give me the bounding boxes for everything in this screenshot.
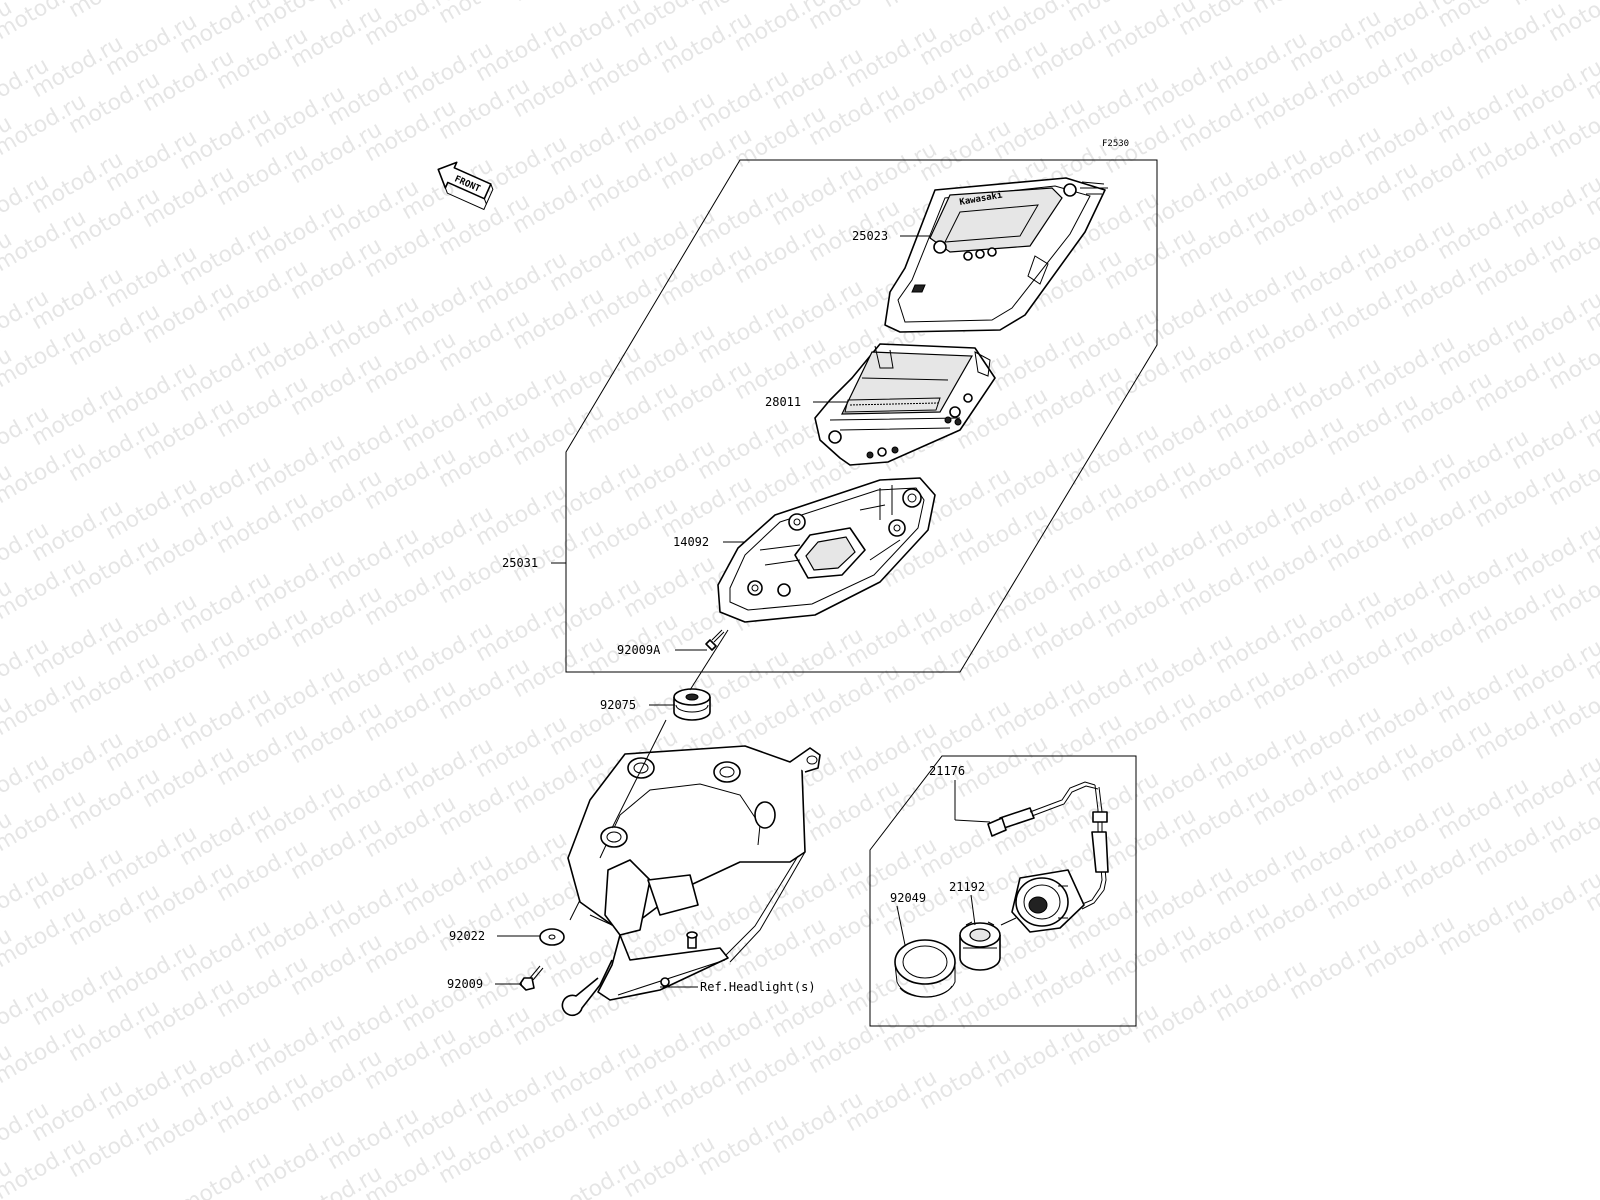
watermark-text: motod.ru xyxy=(879,0,979,13)
label-25023: 25023 xyxy=(852,229,888,243)
label-21176: 21176 xyxy=(929,764,965,778)
part-labels: 25023 28011 14092 25031 92009A 92075 920… xyxy=(447,229,985,994)
label-14092: 14092 xyxy=(673,535,709,549)
bolt-92009 xyxy=(519,965,544,991)
watermark-text: motod.ru xyxy=(1249,0,1349,19)
watermark-text: motod.ru xyxy=(139,0,239,1)
assembly-boundary xyxy=(565,159,1158,673)
meter-cover: Kawasaki xyxy=(884,177,1108,333)
seal-92049 xyxy=(894,939,956,998)
cable-assembly-boundary xyxy=(869,755,1137,1027)
label-ref-headlight: Ref.Headlight(s) xyxy=(700,980,816,994)
washer-92022 xyxy=(539,928,565,946)
meter-body xyxy=(814,343,996,466)
label-92075: 92075 xyxy=(600,698,636,712)
figure-code: F2530 xyxy=(1102,139,1129,149)
meter-case xyxy=(717,477,936,623)
cable-assembly xyxy=(987,781,1109,933)
label-92009: 92009 xyxy=(447,977,483,991)
label-92022: 92022 xyxy=(449,929,485,943)
label-21192: 21192 xyxy=(949,880,985,894)
label-92009a: 92009A xyxy=(617,643,661,657)
label-28011: 28011 xyxy=(765,395,801,409)
watermark-text: motod.ru xyxy=(65,0,165,23)
meter-bracket xyxy=(561,745,821,1017)
label-25031: 25031 xyxy=(502,556,538,570)
watermark-text: motod.ru xyxy=(509,0,609,7)
screw-92009a xyxy=(705,629,725,651)
leader-lines xyxy=(495,235,1017,988)
gear-21192 xyxy=(959,921,1001,971)
damper-92075 xyxy=(673,688,711,721)
label-92049: 92049 xyxy=(890,891,926,905)
